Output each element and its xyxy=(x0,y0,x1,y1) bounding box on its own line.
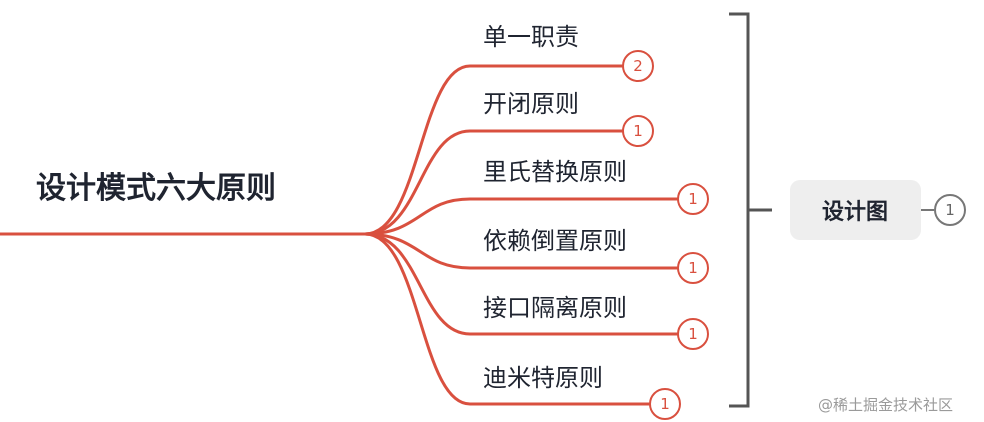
count-badge-text: 1 xyxy=(660,395,670,413)
branch-curves xyxy=(364,64,683,406)
count-badge[interactable]: 1 xyxy=(677,183,709,215)
summary-count-text: 1 xyxy=(945,201,955,219)
branch-curve-1 xyxy=(364,64,630,236)
branch-curve-2 xyxy=(364,129,630,236)
count-badge-text: 1 xyxy=(633,122,643,140)
branch-label[interactable]: 开闭原则 xyxy=(483,90,579,118)
count-badge-text: 1 xyxy=(688,259,698,277)
count-badge-text: 1 xyxy=(688,325,698,343)
branch-curve-5 xyxy=(364,232,683,336)
branch-label[interactable]: 里氏替换原则 xyxy=(483,158,627,186)
branch-curve-3 xyxy=(364,197,683,236)
branch-curve-4 xyxy=(364,232,683,270)
summary-node[interactable] xyxy=(790,180,921,240)
branch-curve-6 xyxy=(364,232,655,406)
count-badge[interactable]: 1 xyxy=(677,252,709,284)
branch-label[interactable]: 迪米特原则 xyxy=(483,364,603,392)
summary-label: 设计图 xyxy=(822,200,888,225)
count-badge[interactable]: 1 xyxy=(622,115,654,147)
branch-label[interactable]: 依赖倒置原则 xyxy=(483,227,627,255)
branch-label[interactable]: 单一职责 xyxy=(483,23,579,51)
count-badge[interactable]: 2 xyxy=(622,50,654,82)
watermark: @稀土掘金技术社区 xyxy=(818,396,953,414)
branch-label[interactable]: 接口隔离原则 xyxy=(483,294,627,322)
count-badge[interactable]: 1 xyxy=(677,318,709,350)
count-badge-text: 2 xyxy=(633,57,643,75)
summary-bracket xyxy=(729,12,772,408)
root-title: 设计模式六大原则 xyxy=(36,171,276,206)
count-badge-text: 1 xyxy=(688,190,698,208)
summary-count-badge[interactable]: 1 xyxy=(934,194,966,226)
count-badge[interactable]: 1 xyxy=(649,388,681,420)
